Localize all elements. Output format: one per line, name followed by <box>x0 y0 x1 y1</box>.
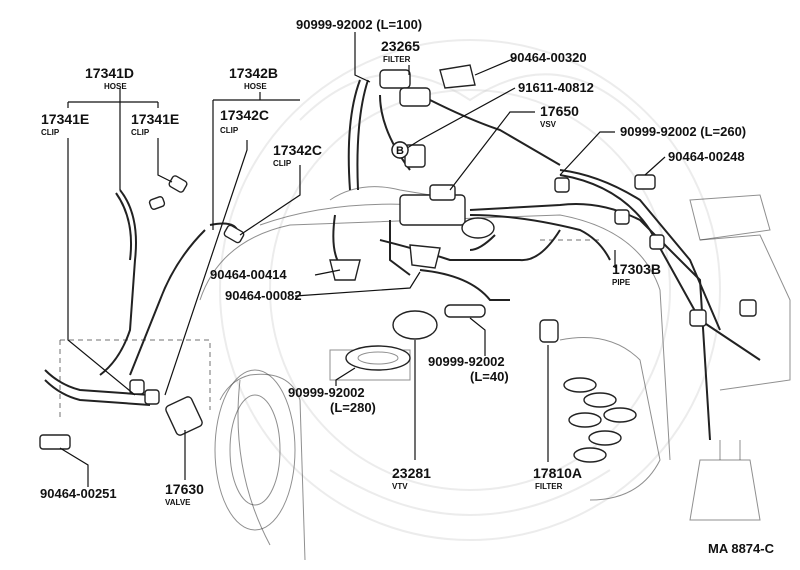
hose-l40-length: (L=40) <box>470 369 509 384</box>
valve-17630-type: VALVE <box>165 498 191 507</box>
engine-outline <box>199 186 791 561</box>
filter-17810a-type: FILTER <box>535 482 563 491</box>
leader-lines <box>59 32 666 487</box>
hose-l260-label: 90999-92002 (L=260) <box>620 124 746 139</box>
vtv-23281-number: 23281 <box>392 465 431 481</box>
filter-23265-type: FILTER <box>383 55 411 64</box>
dashed-outlines <box>59 239 600 420</box>
clip-17341e-b-number: 17341E <box>131 111 179 127</box>
hose-l280-number: 90999-92002 <box>288 385 365 400</box>
hose-17342b-type: HOSE <box>244 82 267 91</box>
bracket-00320-label: 90464-00320 <box>510 50 587 65</box>
clamp-00082-label: 90464-00082 <box>225 288 302 303</box>
clip-17341e-b-type: CLIP <box>131 128 150 137</box>
clip-17341e-a-type: CLIP <box>41 128 60 137</box>
hose-l40-number: 90999-92002 <box>428 354 505 369</box>
clamp-00248-label: 90464-00248 <box>668 149 745 164</box>
filter-17810a-number: 17810A <box>533 465 582 481</box>
circle-ref-label: B <box>396 145 404 157</box>
clip-17341e-a-number: 17341E <box>41 111 89 127</box>
vacuum-hoses <box>44 79 761 441</box>
hose-17341d-type: HOSE <box>104 82 127 91</box>
pipe-17303b-type: PIPE <box>612 278 631 287</box>
bolt-91611-label: 91611-40812 <box>518 80 594 95</box>
valve-17630-number: 17630 <box>165 481 204 497</box>
hose-l100-label: 90999-92002 (L=100) <box>296 17 422 32</box>
clip-17342c-a-number: 17342C <box>220 107 269 123</box>
clamp-00414-label: 90464-00414 <box>210 267 287 282</box>
watermark-emblem <box>219 39 721 541</box>
part-labels: 17341D HOSE 17342B HOSE 17341E CLIP 1734… <box>40 17 775 556</box>
vsv-17650-number: 17650 <box>540 103 579 119</box>
clip-17342c-b-type: CLIP <box>273 159 292 168</box>
diagram-code: MA 8874-C <box>708 541 775 556</box>
clip-17342c-a-type: CLIP <box>220 126 239 135</box>
pipe-17303b-number: 17303B <box>612 261 661 277</box>
circle-ref-b: B <box>391 141 409 159</box>
vsv-17650-type: VSV <box>540 120 557 129</box>
distributor-cap <box>563 377 637 463</box>
hose-17341d-number: 17341D <box>85 65 134 81</box>
hose-l280-length: (L=280) <box>330 400 376 415</box>
clip-17342c-b-number: 17342C <box>273 142 322 158</box>
filter-23265-number: 23265 <box>381 38 420 54</box>
vtv-23281-type: VTV <box>392 482 408 491</box>
hose-17342b-number: 17342B <box>229 65 278 81</box>
clamp-00251-label: 90464-00251 <box>40 486 117 501</box>
